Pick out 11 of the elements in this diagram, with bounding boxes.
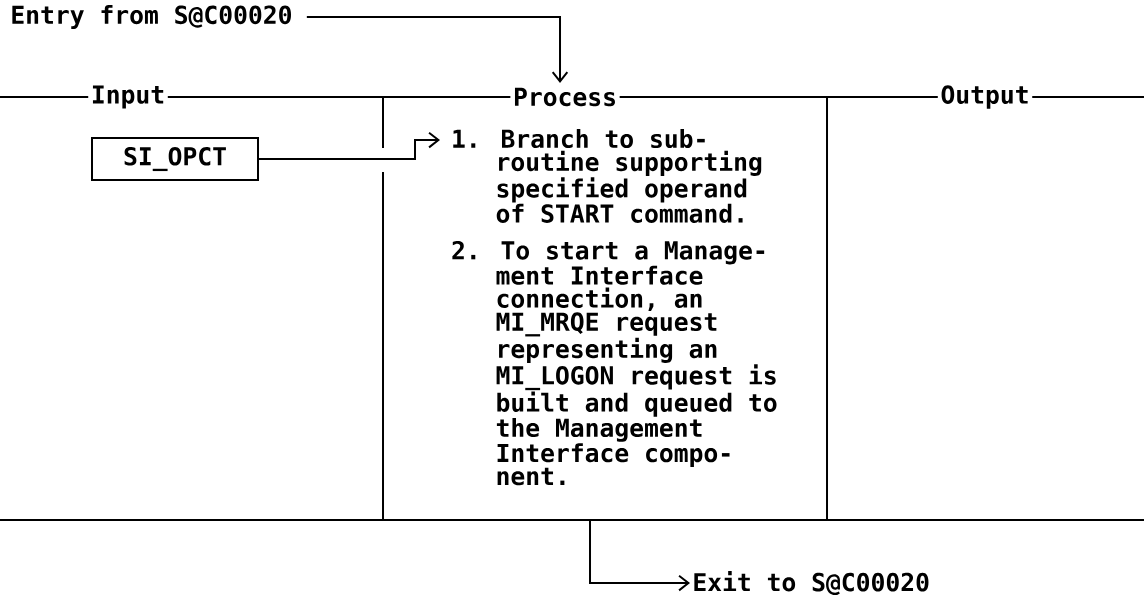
column-heading: Input: [88, 84, 168, 110]
arrow: [258, 131, 440, 160]
step-text: 2. To start a Manage-ment Interface connection, an MI_MRQE request representing an MI_LOGON request is built and queued to the Management Interface compo-nent.: [452, 241, 777, 486]
entry-text: Entry from S@C00020: [12, 5, 291, 29]
exit-text: Exit to S@C00020: [694, 571, 929, 595]
column-heading: Process: [510, 86, 620, 108]
column-heading: Output: [937, 83, 1033, 111]
arrow: [305, 16, 569, 83]
arrow: [589, 519, 690, 592]
step-text: 1. Branch to sub-routine supporting specified operand of START command.: [453, 129, 762, 223]
input-box: SI_OPCT: [91, 137, 259, 181]
